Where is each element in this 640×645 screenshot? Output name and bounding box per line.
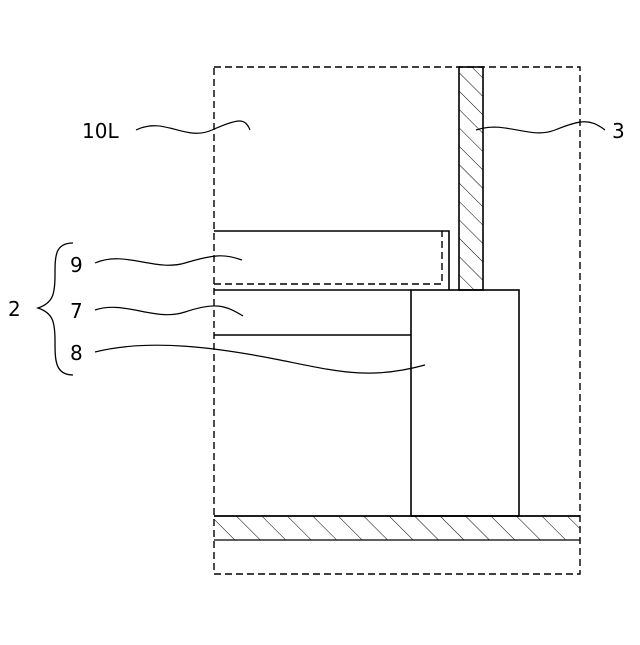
leader-9	[95, 256, 242, 265]
ground-hatch	[214, 516, 580, 540]
brace-2	[38, 243, 73, 375]
outer-dashed-boundary	[214, 67, 580, 574]
leader-10L	[136, 121, 250, 133]
label-7: 7	[70, 299, 83, 323]
label-3: 3	[612, 119, 625, 143]
label-9: 9	[70, 253, 83, 277]
leader-3	[476, 122, 605, 133]
leader-7	[95, 306, 243, 316]
block-8	[411, 290, 519, 516]
label-8: 8	[70, 341, 83, 365]
leader-8	[95, 345, 425, 373]
label-2: 2	[8, 297, 21, 321]
wall-member-3	[459, 67, 483, 290]
label-10L: 10L	[82, 119, 119, 143]
layer-9	[214, 231, 449, 290]
